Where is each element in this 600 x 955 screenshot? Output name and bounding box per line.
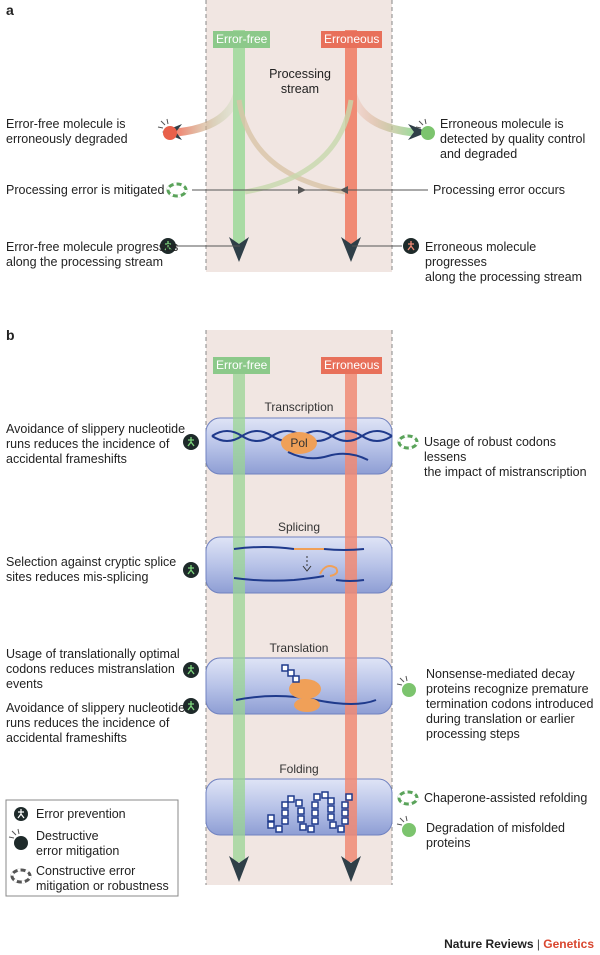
panel-a-bomb-icon-right <box>415 118 435 140</box>
folded-protein <box>267 791 353 833</box>
panel-a-right-label-1: Erroneous molecule is detected by qualit… <box>440 117 586 161</box>
panel-b-letter: b <box>6 327 15 343</box>
journal-name: Nature Reviews <box>444 937 534 951</box>
panel-b-red-stream <box>345 372 357 862</box>
panel-a-walker-icon-left <box>160 238 176 254</box>
panel-a-red-arrowhead <box>341 237 361 262</box>
panel-b-left-label-2: Selection against cryptic splice sites r… <box>6 555 177 584</box>
panel-a-tag-erroneous: Erroneous <box>321 31 383 48</box>
panel-b-right-label-4: Degradation of misfolded proteins <box>426 821 565 850</box>
step-title-transcription: Transcription <box>264 400 334 414</box>
panel-b-left-label-3: Usage of translationally optimal codons … <box>6 647 180 691</box>
polymerase-label: Pol <box>290 436 308 450</box>
panel-b-right-label-3: Chaperone-assisted refolding <box>424 791 588 805</box>
panel-a-right-label-2: Processing error occurs <box>433 183 565 197</box>
polymerase <box>281 432 317 454</box>
journal-section: Genetics <box>543 937 594 951</box>
panel-a-bomb-icon-left <box>157 118 177 140</box>
journal-credit: Nature Reviews | Genetics <box>444 937 594 951</box>
panel-a-red-stream <box>345 30 357 245</box>
panel-a-left-label-1: Error-free molecule is erroneously degra… <box>6 117 128 146</box>
panel-b-walker-icon-4 <box>183 698 199 714</box>
panel-a-lifebuoy-icon <box>166 182 188 198</box>
panel-a-left-label-3: Error-free molecule progresses along the… <box>6 240 179 269</box>
panel-b-tag-error-free: Error-free <box>213 357 271 374</box>
panel-a-green-stream <box>233 30 245 245</box>
step-title-splicing: Splicing <box>277 520 321 534</box>
legend-walker-icon <box>14 807 28 821</box>
panel-b-left-label-1: Avoidance of slippery nucleotide runs re… <box>6 422 186 466</box>
panel-b-lifebuoy-icon-1 <box>397 434 419 450</box>
legend-box <box>5 799 179 897</box>
legend-label-constructive: Constructive error mitigation or robustn… <box>36 864 169 893</box>
panel-b-left-label-4: Avoidance of slippery nucleotide runs re… <box>6 701 186 745</box>
legend-bomb-icon <box>8 828 28 850</box>
panel-a-tag-error-free: Error-free <box>213 31 271 48</box>
panel-a-letter: a <box>6 2 14 18</box>
step-title-folding: Folding <box>279 762 319 776</box>
processing-stream-label: Processing stream <box>269 67 331 96</box>
panel-b-bomb-icon-1 <box>396 675 416 697</box>
panel-b-walker-icon-2 <box>183 562 199 578</box>
panel-b-lifebuoy-icon-2 <box>397 790 419 806</box>
legend-lifebuoy-icon <box>10 868 32 884</box>
panel-b-walker-icon-3 <box>183 662 199 678</box>
panel-a-green-arrowhead <box>229 237 249 262</box>
panel-b-walker-icon-1 <box>183 434 199 450</box>
legend-label-error-prevention: Error prevention <box>36 807 126 821</box>
panel-b-right-label-2: Nonsense-mediated decay proteins recogni… <box>426 667 594 741</box>
panel-b-green-stream <box>233 372 245 862</box>
panel-b-bomb-icon-2 <box>396 815 416 837</box>
panel-a-right-label-3: Erroneous molecule progresses along the … <box>425 240 583 284</box>
panel-a-walker-icon-right <box>403 238 419 254</box>
legend-label-destructive: Destructive error mitigation <box>36 829 120 858</box>
panel-b-tag-erroneous: Erroneous <box>321 357 383 374</box>
journal-separator: | <box>533 937 544 951</box>
step-title-translation: Translation <box>269 641 329 655</box>
panel-a-left-label-2: Processing error is mitigated <box>6 183 165 197</box>
panel-b-right-label-1: Usage of robust codons lessens the impac… <box>424 435 587 479</box>
